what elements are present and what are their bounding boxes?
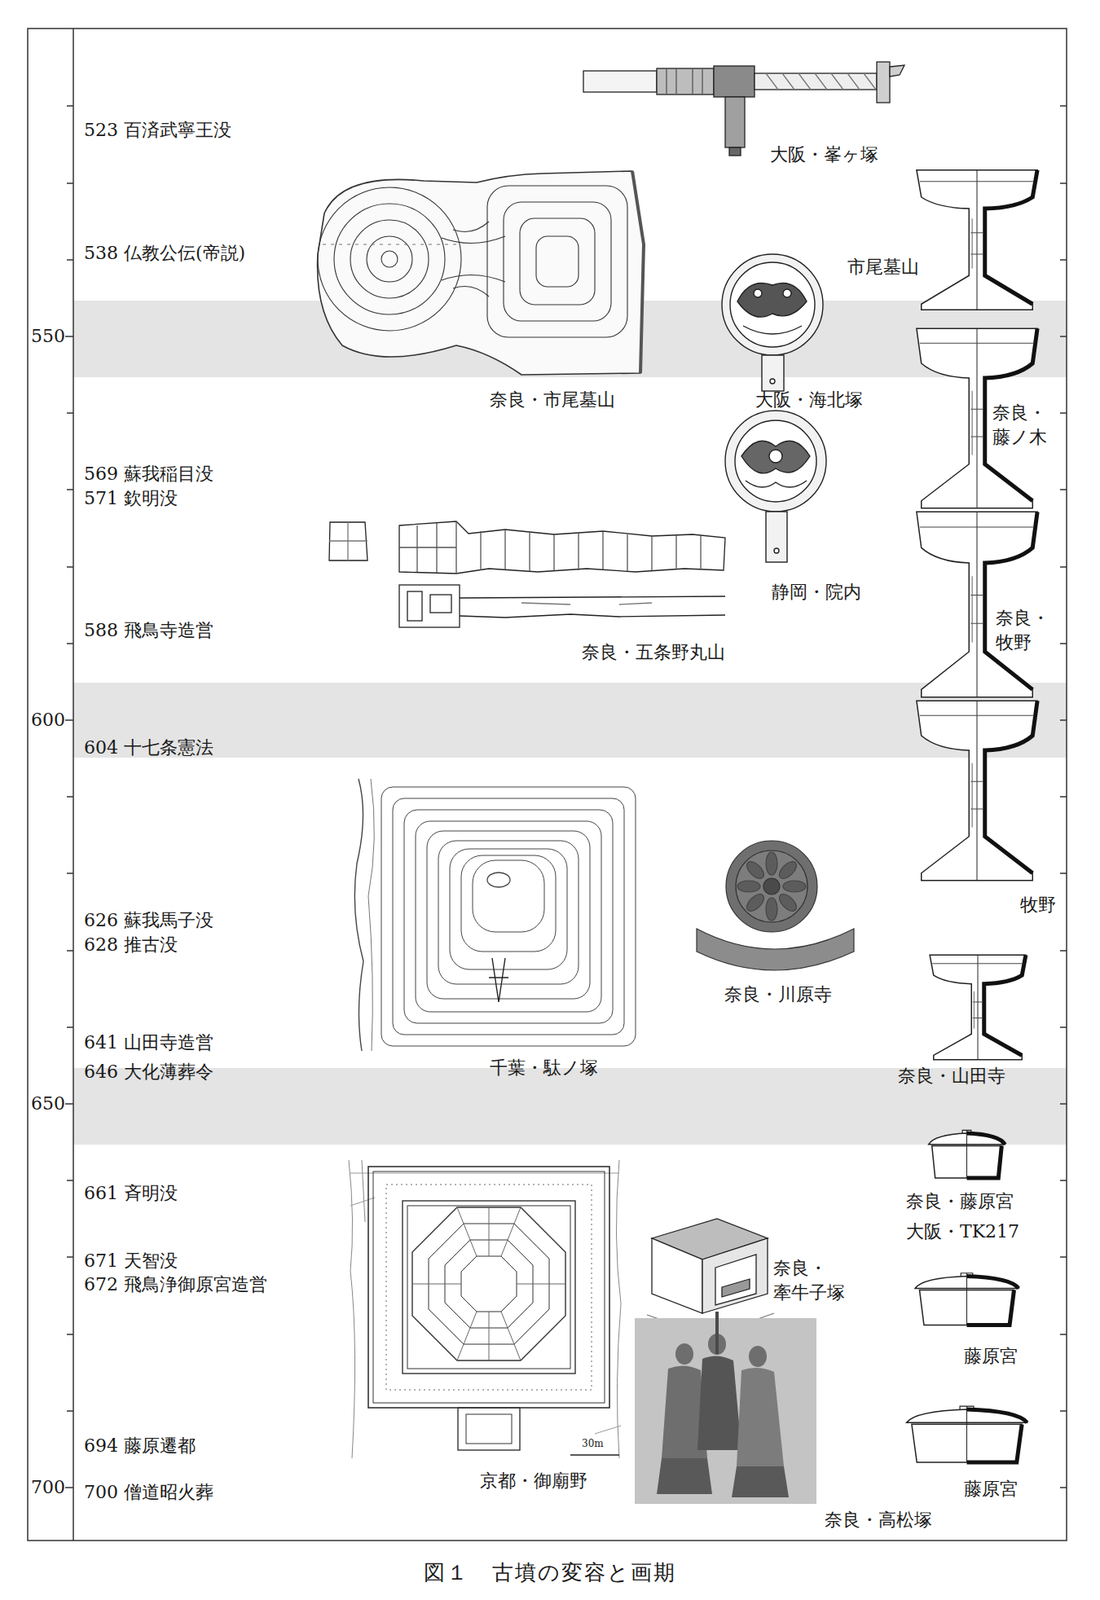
site-label: 京都・御廟野: [479, 1469, 588, 1494]
site-label: 奈良・五条野丸山: [581, 640, 726, 665]
event-label: 571 欽明没: [83, 486, 178, 511]
site-label: 奈良・川原寺: [724, 982, 832, 1008]
event-label: 641 山田寺造営: [83, 1030, 214, 1056]
event-label: 671 天智没: [83, 1249, 178, 1274]
site-label: 藤原宮: [963, 1344, 1018, 1369]
event-label: 523 百済武寧王没: [83, 118, 232, 143]
site-label: 静岡・院内: [771, 580, 862, 605]
event-label: 569 蘇我稲目没: [83, 462, 214, 487]
site-label: 奈良・藤原宮: [906, 1189, 1014, 1215]
event-label: 646 大化薄葬令: [83, 1060, 214, 1085]
year-label: 550: [30, 324, 66, 349]
event-label: 694 藤原遷都: [83, 1434, 196, 1459]
site-label: 奈良・市尾墓山: [489, 387, 616, 413]
event-label: 672 飛鳥浄御原宮造営: [83, 1272, 268, 1298]
event-label: 626 蘇我馬子没: [83, 908, 214, 933]
site-label: 千葉・駄ノ塚: [489, 1056, 599, 1081]
site-label: 奈良・ 牧野: [995, 606, 1059, 655]
site-label: 奈良・高松塚: [824, 1508, 933, 1533]
year-label: 600: [30, 708, 66, 733]
figure-caption: 図１ 古墳の変容と画期: [423, 1558, 677, 1588]
site-label: 大阪・海北塚: [755, 387, 863, 413]
event-label: 604 十七条憲法: [83, 735, 214, 761]
event-label: 700 僧道昭火葬: [83, 1480, 214, 1505]
event-label: 588 飛鳥寺造営: [83, 618, 214, 643]
event-label: 538 仏教公伝(帝説): [83, 241, 246, 266]
site-label: 市尾墓山: [847, 255, 920, 280]
site-label: 奈良・ 藤ノ木: [992, 400, 1056, 449]
site-label: 奈良・ 牽牛子塚: [773, 1256, 856, 1305]
event-label: 628 推古没: [83, 932, 178, 958]
site-label: 大阪・峯ヶ塚: [770, 142, 879, 168]
site-label: 大阪・TK217: [906, 1219, 1020, 1245]
site-label: 奈良・山田寺: [897, 1064, 1006, 1089]
year-label: 650: [30, 1091, 66, 1117]
site-label: 藤原宮: [963, 1477, 1018, 1502]
event-label: 661 斉明没: [83, 1181, 178, 1206]
site-label: 30m: [580, 1437, 606, 1451]
year-label: 700: [30, 1475, 66, 1501]
site-label: 牧野: [1020, 893, 1056, 918]
